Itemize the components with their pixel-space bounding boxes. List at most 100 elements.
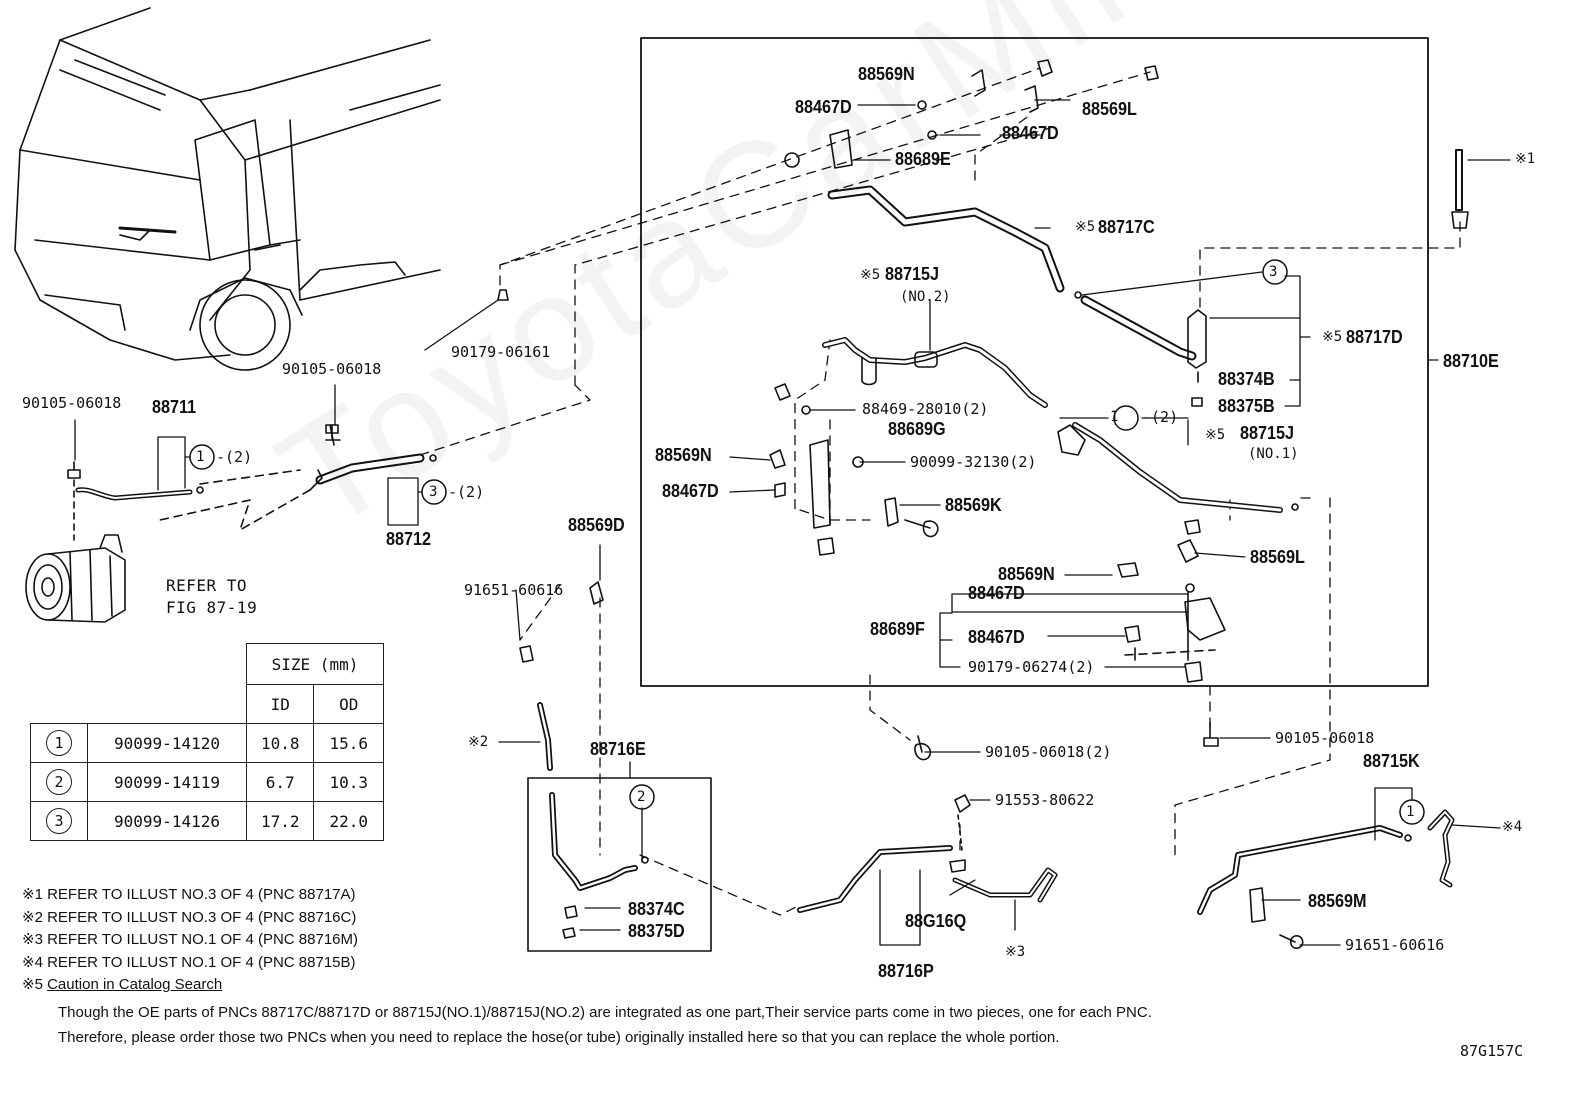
label-88715J-no1[interactable]: 88715J [1240, 423, 1295, 443]
row-part[interactable]: 90099-14120 [87, 723, 247, 763]
note-line-1: Though the OE parts of PNCs 88717C/88717… [58, 1004, 1152, 1021]
label-88717C[interactable]: 88717C [1098, 217, 1155, 237]
circle-1-88715J-text: 1 [1110, 409, 1119, 425]
label-90105-06018-d[interactable]: 90105-06018 [1275, 729, 1375, 747]
tube-88716P [797, 794, 1058, 913]
label-90105-06018-c[interactable]: 90105-06018(2) [985, 743, 1112, 761]
label-88716E[interactable]: 88716E [590, 739, 646, 759]
assembly-frame [640, 37, 1429, 687]
row-part[interactable]: 90099-14119 [87, 762, 247, 802]
vehicle-illustration [14, 7, 441, 371]
label-no2: (NO.2) [900, 289, 951, 305]
label-88467D-a[interactable]: 88467D [795, 97, 852, 117]
footnotes: ※1 REFER TO ILLUST NO.3 OF 4 (PNC 88717A… [22, 884, 358, 997]
label-88569L-top[interactable]: 88569L [1082, 99, 1137, 119]
mark-1[interactable]: ※1 [1515, 151, 1536, 167]
col-id-header: ID [245, 684, 315, 724]
mark-2[interactable]: ※2 [468, 734, 489, 750]
label-88467D-mid[interactable]: 88467D [662, 481, 719, 501]
label-88689G[interactable]: 88689G [888, 419, 946, 439]
label-88375B[interactable]: 88375B [1218, 396, 1275, 416]
row-mark: 3 [46, 808, 72, 834]
label-88569M[interactable]: 88569M [1308, 891, 1367, 911]
size-row: 3 90099-14126 17.2 22.0 [30, 801, 384, 841]
circle-1-88715K-text: 1 [1406, 804, 1415, 820]
row-id: 10.8 [245, 723, 315, 763]
circle-1-88711-text: 1 [196, 449, 205, 465]
label-88715J-no2[interactable]: 88715J [885, 264, 940, 284]
label-88712[interactable]: 88712 [386, 529, 432, 549]
reference-circles [189, 259, 1425, 825]
refer-to-text: REFER TO [166, 576, 248, 595]
label-88715K[interactable]: 88715K [1363, 751, 1420, 771]
label-88G16Q[interactable]: 88G16Q [905, 911, 967, 931]
circle-3-88712 [421, 479, 447, 505]
tube-88715J-no1 [1057, 422, 1299, 513]
label-88569D[interactable]: 88569D [568, 515, 625, 535]
hose-88717D [1074, 291, 1207, 407]
label-88689E[interactable]: 88689E [895, 149, 951, 169]
figure-code: 87G157C [1460, 1042, 1524, 1060]
label-90179-06274[interactable]: 90179-06274(2) [968, 658, 1095, 676]
hose-88711 [67, 461, 301, 541]
label-88569N-top[interactable]: 88569N [858, 64, 915, 84]
label-90105-06018-b[interactable]: 90105-06018 [282, 360, 382, 378]
label-88467D-c[interactable]: 88467D [968, 583, 1025, 603]
routing-lines [419, 67, 1461, 916]
label-88716P[interactable]: 88716P [878, 961, 934, 981]
row-mark: 2 [46, 769, 72, 795]
label-88717D[interactable]: 88717D [1346, 327, 1403, 347]
footnote-5: ※5 Caution in Catalog Search [22, 974, 358, 997]
tube-88715J-no2 [822, 337, 1048, 408]
row-od: 22.0 [313, 801, 384, 841]
label-88569N-low[interactable]: 88569N [998, 564, 1055, 584]
mark-4[interactable]: ※4 [1502, 819, 1523, 835]
label-88467D-b[interactable]: 88467D [1002, 123, 1059, 143]
label-88569N-mid[interactable]: 88569N [655, 445, 712, 465]
circle-3-88717D-text: 3 [1269, 264, 1278, 280]
row-id: 6.7 [245, 762, 315, 802]
label-88467D-d[interactable]: 88467D [968, 627, 1025, 647]
label-88374B[interactable]: 88374B [1218, 369, 1275, 389]
mark-3[interactable]: ※3 [1005, 944, 1026, 960]
circle-2-88716E [629, 784, 655, 810]
note-line-2: Therefore, please order those two PNCs w… [58, 1029, 1060, 1046]
mark-5-88717D: ※5 [1322, 329, 1343, 345]
label-90105-06018-a[interactable]: 90105-06018 [22, 394, 122, 412]
row-part[interactable]: 90099-14126 [87, 801, 247, 841]
label-88710E[interactable]: 88710E [1443, 351, 1499, 371]
row-od: 10.3 [313, 762, 384, 802]
size-table: SIZE (mm) ID OD 1 90099-14120 10.8 15.6 … [30, 643, 384, 841]
label-88375D[interactable]: 88375D [628, 921, 685, 941]
label-88711[interactable]: 88711 [152, 397, 197, 417]
label-88374C[interactable]: 88374C [628, 899, 685, 919]
row-mark: 1 [46, 730, 72, 756]
footnote-4: ※4 REFER TO ILLUST NO.1 OF 4 (PNC 88715B… [22, 953, 356, 971]
circle-1-88711 [189, 444, 215, 470]
label-90179-06161[interactable]: 90179-06161 [451, 343, 551, 361]
mark-5-88715J-no1: ※5 [1205, 427, 1226, 443]
circle-1-88715K [1399, 799, 1425, 825]
col-od-header: OD [313, 684, 384, 724]
label-88689F[interactable]: 88689F [870, 619, 925, 639]
compressor-illustration [25, 534, 126, 623]
circle-1-88715J [1113, 405, 1139, 431]
size-header: SIZE (mm) [246, 643, 384, 685]
label-88569L-mid[interactable]: 88569L [1250, 547, 1305, 567]
qty-88715J: -(2) [1142, 408, 1179, 426]
label-90099-32130[interactable]: 90099-32130(2) [910, 453, 1037, 471]
leader-lines [74, 99, 1511, 946]
label-88469-28010[interactable]: 88469-28010(2) [862, 400, 989, 418]
footnote-1: ※1 REFER TO ILLUST NO.3 OF 4 (PNC 88717A… [22, 886, 356, 903]
label-91651-60616-b[interactable]: 91651-60616 [1345, 936, 1445, 954]
qty-88712: -(2) [448, 483, 485, 501]
label-91651-60616-a[interactable]: 91651-60616 [464, 581, 564, 599]
hose-88712 [159, 424, 437, 531]
caution-link[interactable]: Caution in Catalog Search [47, 976, 223, 993]
fig-ref-link[interactable]: FIG 87-19 [166, 598, 258, 617]
label-91553-80622[interactable]: 91553-80622 [995, 791, 1095, 809]
qty-88711: -(2) [216, 448, 253, 466]
row-id: 17.2 [245, 801, 315, 841]
label-88569K[interactable]: 88569K [945, 495, 1002, 515]
